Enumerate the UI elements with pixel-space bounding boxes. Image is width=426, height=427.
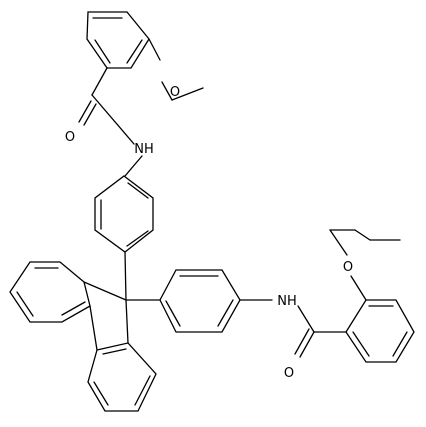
atom-label-o-carbonyl-bottom: O — [284, 366, 294, 381]
bottom-ethoxy-group — [329, 229, 401, 301]
atom-label-nh-top: NH — [134, 142, 154, 157]
atom-label-nh-bottom: NH — [277, 294, 297, 309]
bottom-amide-group — [239, 299, 347, 358]
top-amide-group — [78, 67, 143, 177]
atom-label-o-ether-bottom: O — [343, 260, 353, 275]
fluorene-core — [9, 261, 157, 412]
top-ethoxy-group — [148, 38, 204, 101]
atom-label-o-ether-top: O — [170, 85, 180, 100]
top-benzoyl-ring — [86, 11, 150, 69]
right-phenyl-ring — [125, 269, 241, 333]
bottom-benzoyl-ring — [345, 299, 415, 363]
atom-label-o-carbonyl-top: O — [65, 130, 75, 145]
upper-phenyl-ring — [94, 175, 154, 301]
